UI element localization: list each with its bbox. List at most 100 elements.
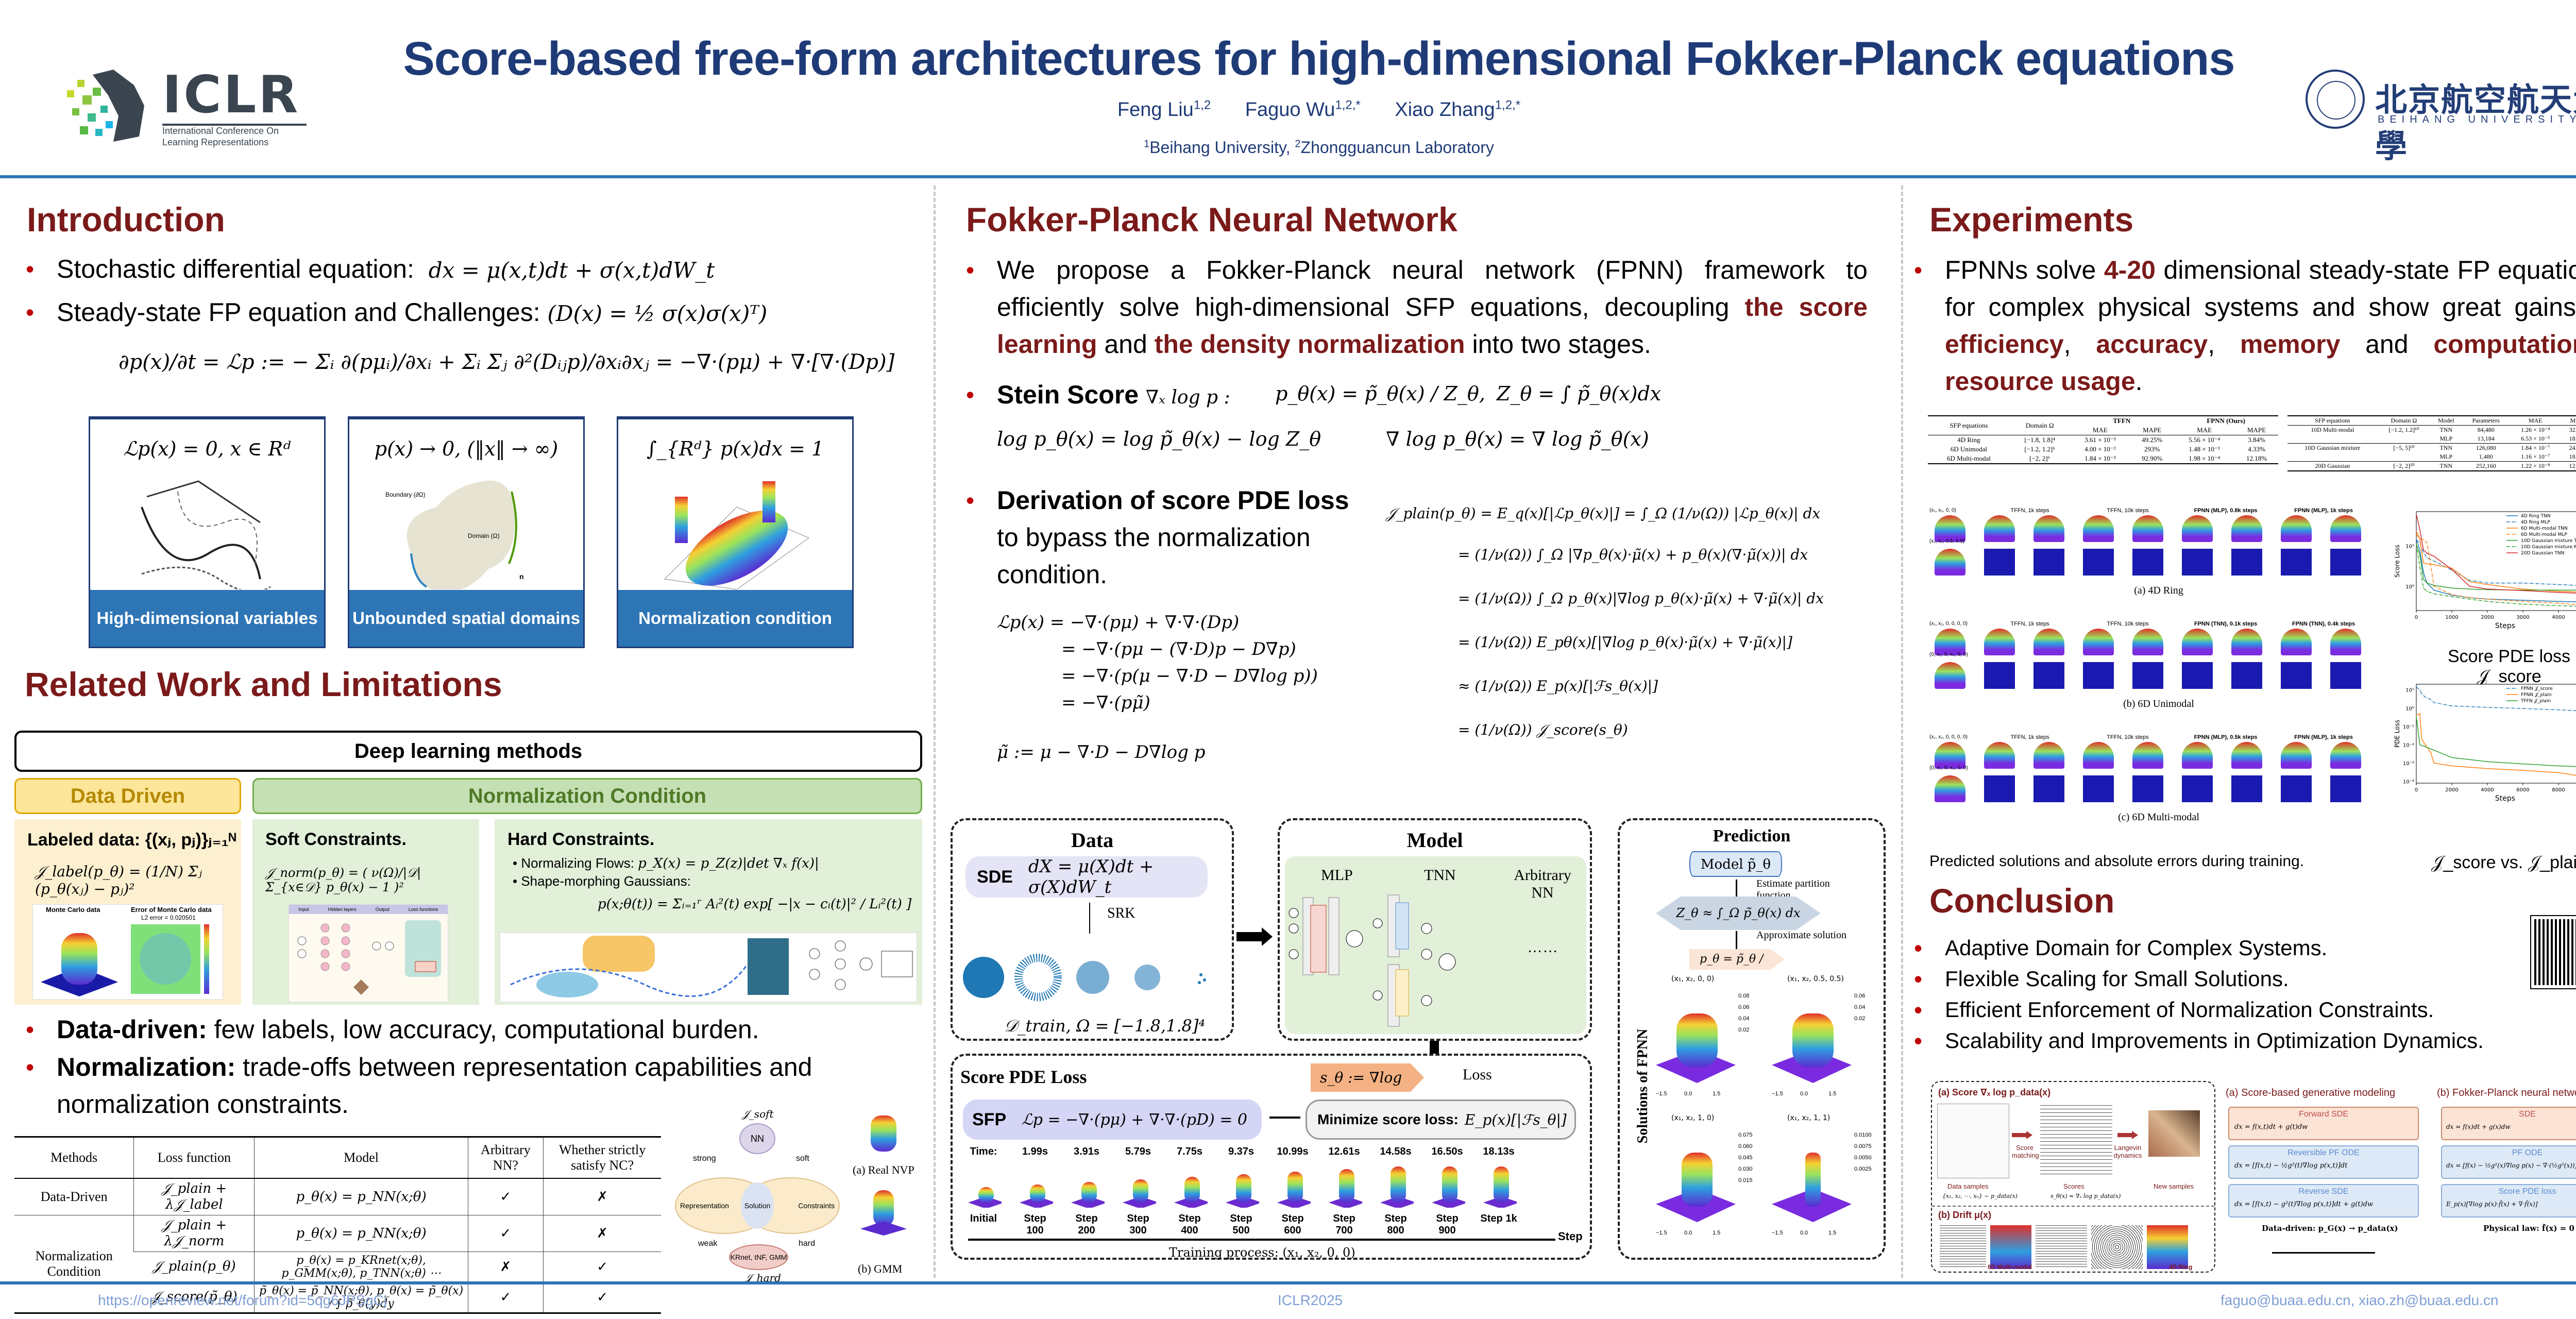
error-heatmap-thumbnail xyxy=(2033,775,2064,802)
data-point xyxy=(2558,589,2559,591)
iclr-logo: ICLR International Conference On Learnin… xyxy=(57,64,314,147)
table-cell: TNN xyxy=(2439,444,2453,451)
figure-subtitle: (a) Score-based generative modeling xyxy=(2226,1087,2396,1098)
surface-thumbnail xyxy=(2033,629,2064,655)
arrow-right-icon xyxy=(1269,1117,1300,1119)
table-cell: 1.48 × 10⁻³ xyxy=(2189,445,2220,453)
table-cell: 3.84% xyxy=(2248,436,2265,444)
gaussian-mixture-equation: p(x;θ(t)) = Σᵢ₌₁ʳ Aᵢ²(t) exp[ −|x − cᵢ(t… xyxy=(598,897,912,912)
card-formula: ∫_{Rᵈ} p(x)dx = 1 xyxy=(646,437,824,460)
data-point xyxy=(2430,751,2431,753)
error-heatmap-thumbnail xyxy=(2281,662,2312,689)
z-tick: 0.06 xyxy=(1854,993,1866,999)
box-title: Reverse SDE xyxy=(2298,1187,2349,1196)
surface-thumbnail xyxy=(1935,515,1965,542)
surface-thumbnail xyxy=(2231,515,2262,542)
train-domain-label: 𝒟_train, Ω = [−1.8,1.8]⁴ xyxy=(1004,1016,1206,1036)
grid-row-label: (0, x₂, 0, x₄, 0, 0) xyxy=(1929,765,1968,771)
legend-label: 4D Ring TNN xyxy=(2521,514,2551,519)
author: Xiao Zhang1,2,* xyxy=(1395,98,1521,121)
table-cell: 4D Ring xyxy=(1957,436,1980,444)
surface-thumbnail xyxy=(2281,629,2312,655)
qr-code[interactable] xyxy=(2530,915,2576,989)
grid-column-title: FPNN (MLP), 0.5k steps xyxy=(2194,734,2258,740)
y-tick-label: 10⁰ xyxy=(2405,706,2414,712)
data-point xyxy=(2522,590,2523,591)
boundary-label: Boundary (∂Ω) xyxy=(385,491,426,498)
j-plain-derivation-line: = (1/ν(Ω)) 𝒥_score(s_θ) xyxy=(1458,721,1628,738)
time-label: 5.79s xyxy=(1125,1146,1151,1157)
error-heatmap-thumbnail xyxy=(2132,549,2163,576)
data-point xyxy=(2426,542,2428,543)
grid-footer-caption: Predicted solutions and absolute errors … xyxy=(1929,853,2304,870)
data-point xyxy=(2433,593,2435,595)
venn-solution: Solution xyxy=(741,1182,774,1229)
neural-net-icon xyxy=(297,920,441,995)
openreview-link[interactable]: https://openreview.net/forum?id=5qg6JPSg… xyxy=(98,1292,387,1308)
training-surface-plot xyxy=(1380,1166,1414,1208)
panel-title: Labeled data: {(xⱼ, pⱼ)}ⱼ₌₁ᴺ xyxy=(27,830,236,850)
scatter-plot xyxy=(1014,954,1062,1001)
z-tick: 0.04 xyxy=(1738,1016,1750,1022)
data-point xyxy=(2522,770,2523,771)
grid-column-title: FPNN (TNN), 0.1k steps xyxy=(2194,621,2258,627)
col-header: Domain Ω xyxy=(2025,421,2054,429)
beihang-logo: 北京航空航天大學 BEIHANG UNIVERSITY xyxy=(2306,70,2576,164)
z-tick: 0.0025 xyxy=(1854,1166,1872,1172)
shape-morphing-item: • Shape-morphing Gaussians: xyxy=(513,873,691,889)
data-point xyxy=(2426,553,2428,554)
surface-icon xyxy=(1656,1153,1736,1222)
table-cell: MLP xyxy=(2439,435,2453,442)
panel-title: Hard Constraints. xyxy=(507,830,655,849)
step-label: Step 800 xyxy=(1384,1213,1407,1236)
plot-title: (x₁, x₂, 0.5, 0.5) xyxy=(1787,975,1844,983)
surface-thumbnail xyxy=(2330,515,2361,542)
box-title: Score PDE loss xyxy=(2498,1187,2556,1196)
beihang-name-cn: 北京航空航天大學 xyxy=(2375,82,2576,164)
table-cell: 1.84 × 10⁻⁷ xyxy=(2521,444,2550,451)
error-heatmap-thumbnail xyxy=(2330,775,2361,802)
data-point xyxy=(2487,588,2488,590)
data-point xyxy=(2451,705,2452,707)
partition-estimate-diamond: Z_θ ≈ ∫_Ω p̃_θ(x) dx xyxy=(1656,897,1821,930)
surface-thumbnail xyxy=(1984,515,2015,542)
flow-diagrams xyxy=(500,933,917,1002)
surface-thumbnail xyxy=(2281,742,2312,769)
poster-header: ICLR International Conference On Learnin… xyxy=(0,0,2576,175)
table-row: 𝒥_plain(p_θ)p_θ(x) = p_KRnet(x;θ), p_GMM… xyxy=(14,1252,661,1282)
time-label: 7.75s xyxy=(1176,1146,1203,1157)
arrow-right-icon xyxy=(1236,927,1273,946)
data-point xyxy=(2433,702,2435,703)
col-header: Arbitrary NN? xyxy=(467,1137,544,1178)
error-heatmap-thumbnail xyxy=(1984,662,2015,689)
gmm-surface xyxy=(860,1190,907,1236)
surface-thumbnail xyxy=(2182,742,2213,769)
table-cell: 5.56 × 10⁻⁴ xyxy=(2189,436,2221,444)
data-point xyxy=(2416,686,2417,688)
data-point xyxy=(2451,594,2452,595)
data-point xyxy=(2558,584,2559,585)
error-heatmap-thumbnail xyxy=(2330,662,2361,689)
surface-thumbnail xyxy=(1935,662,1965,689)
card-label: High-dimensional variables xyxy=(90,590,324,647)
data-point xyxy=(2419,744,2420,746)
grid-column-title: TFFN, 10k steps xyxy=(2107,621,2149,627)
table-cell: 84,480 xyxy=(2477,426,2495,433)
training-surface-plot xyxy=(1071,1182,1105,1208)
step-label: Step 400 xyxy=(1178,1213,1201,1236)
data-point xyxy=(2419,566,2420,568)
beihang-seal-icon xyxy=(2306,70,2365,129)
table-cell: TNN xyxy=(2439,426,2453,433)
table-cell: 49.25% xyxy=(2142,436,2163,444)
table-cell: 10D Multi-modal xyxy=(2311,426,2354,433)
hard-constraints-panel: Hard Constraints. • Normalizing Flows: p… xyxy=(495,819,922,1005)
y-tick-label: 10⁻² xyxy=(2403,742,2414,748)
contact-emails: faguo@buaa.edu.cn, xiao.zh@buaa.edu.cn xyxy=(2221,1292,2499,1308)
data-point xyxy=(2451,596,2452,597)
legend-label: TFFN 𝒥_plain xyxy=(2520,699,2551,704)
x-tick-label: 2000 xyxy=(2445,787,2458,793)
surface-thumbnail xyxy=(1984,742,2015,769)
